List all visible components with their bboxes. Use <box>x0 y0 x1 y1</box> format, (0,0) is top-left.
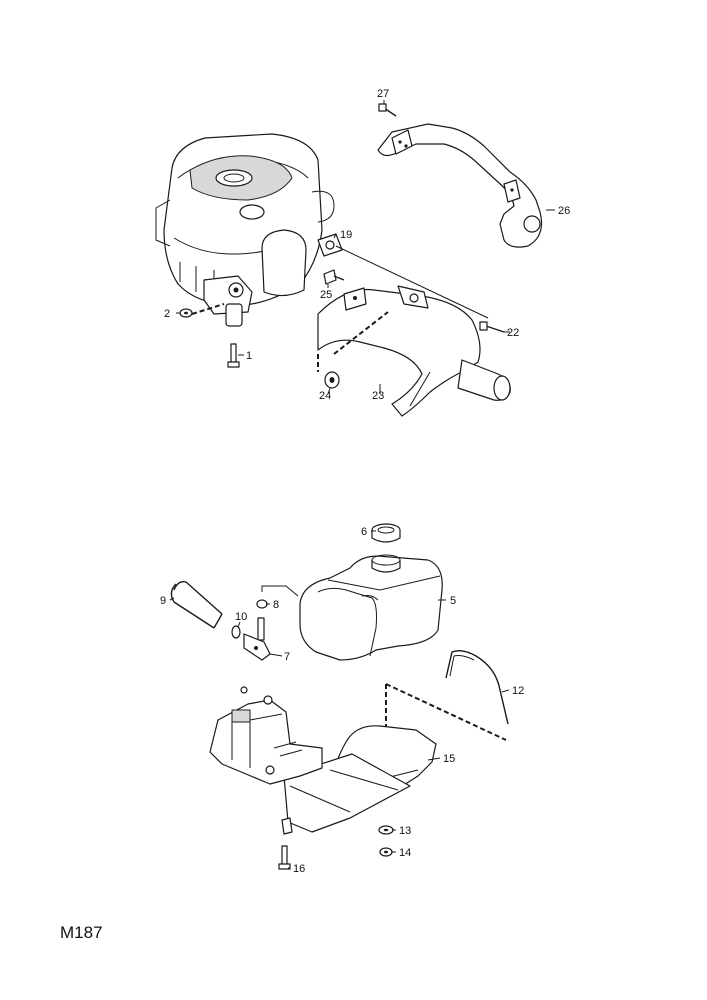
callout-19: 19 <box>340 229 352 241</box>
leader-lines <box>169 100 555 869</box>
callout-26: 26 <box>558 205 570 217</box>
callout-9: 9 <box>160 595 166 607</box>
tank-strap <box>445 649 509 725</box>
nut <box>379 847 393 857</box>
callout-15: 15 <box>443 753 455 765</box>
callout-13: 13 <box>399 825 411 837</box>
callout-6: 6 <box>361 526 367 538</box>
callout-labels: 1 2 5 6 7 8 9 10 12 13 14 15 16 19 22 23… <box>160 88 570 875</box>
engine-mount-nut <box>179 308 193 318</box>
frame-rail <box>209 686 323 835</box>
engine-mount-bolt <box>227 343 240 368</box>
muffler-nut <box>324 371 340 389</box>
muffler-bracket <box>377 123 543 248</box>
callout-5: 5 <box>450 595 456 607</box>
callout-8: 8 <box>273 599 279 611</box>
fuel-cap <box>371 523 401 543</box>
fuel-tank-assembly <box>170 523 509 870</box>
muffler <box>317 285 511 417</box>
washer <box>378 825 394 835</box>
support-bolt <box>278 845 291 870</box>
callout-16: 16 <box>293 863 305 875</box>
callout-10: 10 <box>235 611 247 623</box>
callout-22: 22 <box>507 327 519 339</box>
callout-25: 25 <box>320 289 332 301</box>
hose-clip <box>231 625 241 639</box>
fuel-tank <box>299 554 443 661</box>
callout-24: 24 <box>319 390 331 402</box>
muffler-rear-bolt <box>479 321 505 333</box>
muffler-bolt <box>323 269 345 285</box>
engine <box>155 133 335 327</box>
callout-27: 27 <box>377 88 389 100</box>
callout-1: 1 <box>246 350 252 362</box>
callout-2: 2 <box>164 308 170 320</box>
figure-id: M187 <box>60 923 103 942</box>
fuel-valve <box>243 617 271 661</box>
tank-support-bracket <box>283 725 437 833</box>
fuel-hose <box>170 580 223 629</box>
exhaust-gasket <box>317 233 343 257</box>
callout-14: 14 <box>399 847 411 859</box>
bracket-bolt <box>378 103 397 117</box>
callout-12: 12 <box>512 685 524 697</box>
engine-exhaust-assembly <box>155 103 543 417</box>
callout-23: 23 <box>372 390 384 402</box>
callout-7: 7 <box>284 651 290 663</box>
